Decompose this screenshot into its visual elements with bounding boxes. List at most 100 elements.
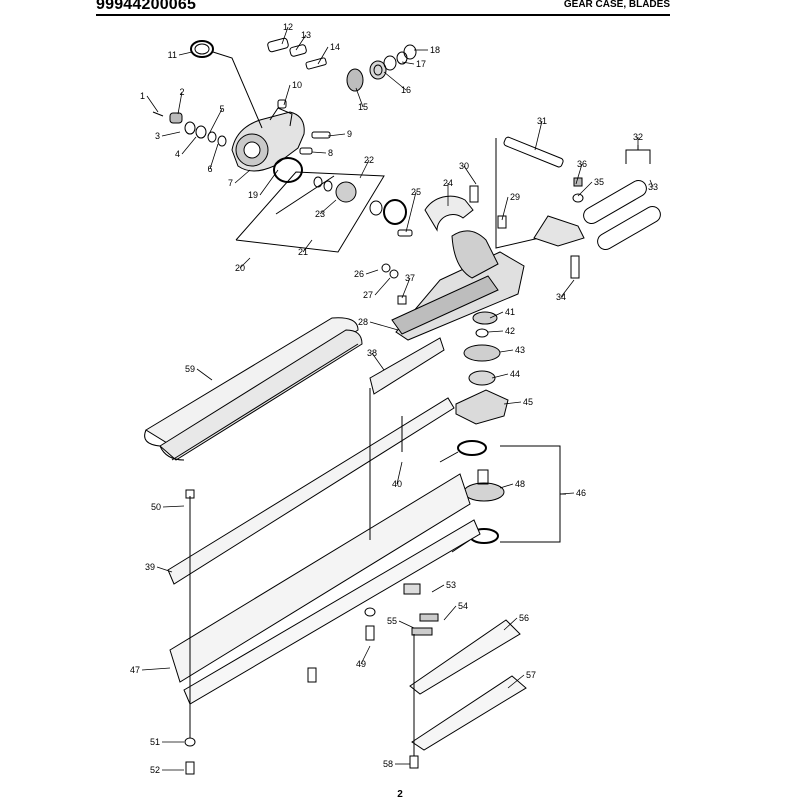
part-label-30: 30 [459,161,469,171]
part-label-47: 47 [130,665,140,675]
gear-box-frame [381,185,525,341]
part-label-19: 19 [248,190,258,200]
part-label-48: 48 [515,479,525,489]
leader-line-33 [649,179,654,188]
leader-line-36 [575,163,583,185]
part-label-41: 41 [505,307,515,317]
leader-line-35 [577,181,593,197]
part-label-31: 31 [537,116,547,126]
leader-line-56 [503,617,518,631]
gear-case-drawing [152,37,417,253]
part-label-46: 46 [576,488,586,498]
part-label-40: 40 [392,479,402,489]
leader-line-31 [534,120,543,151]
part-label-44: 44 [510,369,520,379]
part-label-54: 54 [458,601,468,611]
page-header: 99944200065 GEAR CASE, BLADES [0,0,800,16]
part-label-2: 2 [179,87,184,97]
part-label-39: 39 [145,562,155,572]
leader-line-20 [239,257,251,269]
leader-line-27 [374,277,391,296]
part-label-14: 14 [330,42,340,52]
blade-cover [144,317,363,461]
leader-line-12 [281,26,289,45]
part-label-23: 23 [315,209,325,219]
leader-line-37 [401,277,411,299]
part-label-20: 20 [235,263,245,273]
model-number: 99944200065 [96,0,197,13]
leader-line-47 [141,667,171,671]
part-label-12: 12 [283,22,293,32]
part-label-5: 5 [219,104,224,114]
handle-assembly [495,136,661,279]
leader-line-29 [501,196,509,221]
leader-line-44 [491,373,509,379]
part-label-33: 33 [648,182,658,192]
part-label-49: 49 [356,659,366,669]
bearing-stack [439,311,566,553]
part-label-6: 6 [207,164,212,174]
leader-line-13 [295,34,307,51]
part-label-17: 17 [416,59,426,69]
leader-line-9 [327,133,346,137]
leader-line-23 [319,199,337,215]
leader-line-6 [209,143,219,170]
leader-line-25 [405,191,417,233]
leader-line-42 [487,330,504,333]
part-label-36: 36 [577,159,587,169]
part-label-22: 22 [364,155,374,165]
part-label-21: 21 [298,247,308,257]
leader-line-48 [499,483,514,489]
leader-line-17 [401,61,415,65]
leader-line-21 [302,239,313,253]
part-label-42: 42 [505,326,515,336]
leader-line-15 [355,87,364,108]
part-label-57: 57 [526,670,536,680]
leader-line-7 [234,169,251,184]
part-label-59: 59 [185,364,195,374]
part-label-28: 28 [358,317,368,327]
leader-line-50 [162,505,185,508]
part-label-51: 51 [150,737,160,747]
part-label-37: 37 [405,273,415,283]
part-label-15: 15 [358,102,368,112]
header-rule [96,14,670,16]
part-label-4: 4 [175,149,180,159]
part-label-55: 55 [387,616,397,626]
part-label-8: 8 [328,148,333,158]
page-number: 2 [397,789,403,800]
leader-line-59 [196,368,213,381]
leader-line-4 [181,136,197,155]
part-label-11: 11 [168,50,177,60]
leader-line-57 [507,674,525,689]
part-label-13: 13 [301,30,311,40]
part-label-34: 34 [556,292,566,302]
part-label-27: 27 [363,290,373,300]
part-label-35: 35 [594,177,604,187]
part-label-45: 45 [523,397,533,407]
leader-line-5 [207,108,223,137]
part-label-52: 52 [150,765,160,775]
part-label-18: 18 [430,45,440,55]
part-label-7: 7 [228,178,233,188]
leader-line-53 [431,584,445,593]
part-label-29: 29 [510,192,520,202]
section-title: GEAR CASE, BLADES [563,0,670,10]
leader-line-28 [369,321,399,331]
leader-line-2 [177,91,183,115]
part-label-56: 56 [519,613,529,623]
leader-line-16 [383,71,407,91]
leader-line-19 [259,169,279,196]
leader-line-40 [396,461,403,485]
part-label-58: 58 [383,759,393,769]
leader-line-38 [371,352,385,371]
leader-line-26 [365,269,379,275]
leader-line-8 [311,151,327,154]
lower-plates [403,583,527,769]
part-label-9: 9 [347,129,352,139]
part-label-32: 32 [633,132,643,142]
part-label-50: 50 [151,502,161,512]
part-label-43: 43 [515,345,525,355]
